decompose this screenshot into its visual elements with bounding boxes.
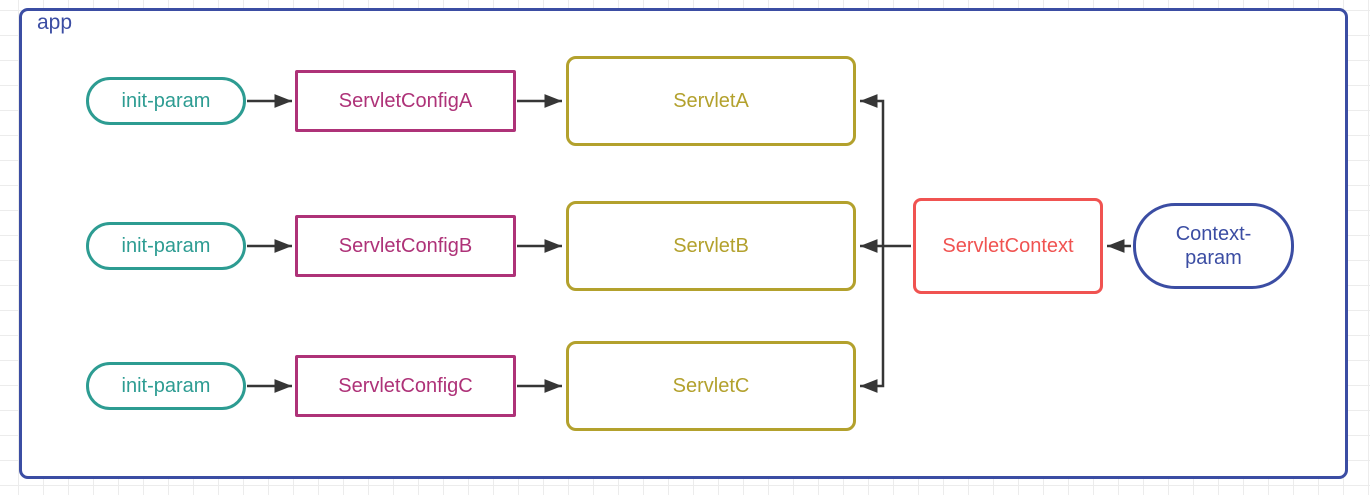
node-servlet-context: ServletContext (913, 198, 1103, 294)
node-init-param-2: init-param (86, 222, 246, 270)
node-servlet-b: ServletB (566, 201, 856, 291)
node-init-param-1: init-param (86, 77, 246, 125)
app-label: app (37, 11, 73, 34)
node-init-param-3: init-param (86, 362, 246, 410)
context-param-line1: Context- (1175, 223, 1252, 245)
edge-servletcontext-servletc (860, 246, 885, 393)
node-servlet-c: ServletC (566, 341, 856, 431)
node-context-param: Context- param (1133, 203, 1294, 289)
node-servlet-config-c: ServletConfigC (295, 355, 516, 417)
node-servlet-a: ServletA (566, 56, 856, 146)
edge-servletcontext-servleta (860, 94, 885, 246)
node-servlet-config-a: ServletConfigA (295, 70, 516, 132)
node-servlet-config-b: ServletConfigB (295, 215, 516, 277)
context-param-line2: param (1185, 247, 1242, 269)
